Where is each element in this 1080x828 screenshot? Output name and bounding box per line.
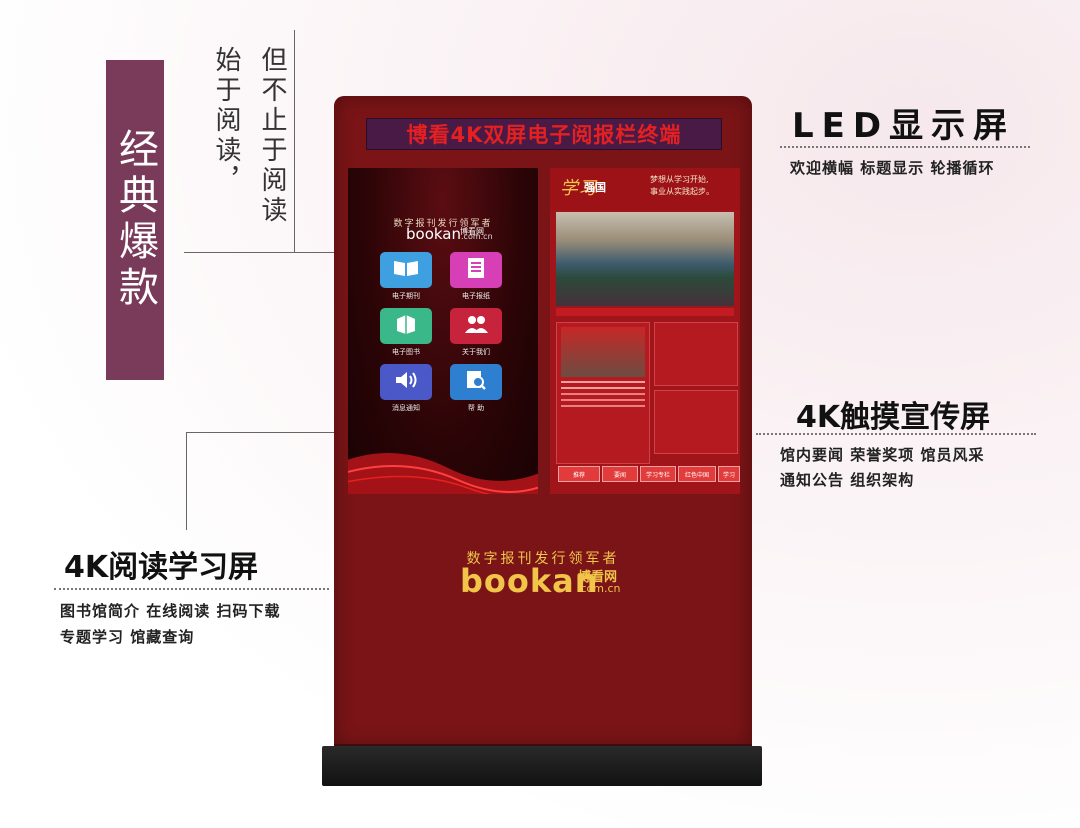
promo-logo-script: 学习 — [560, 178, 596, 199]
promo-header — [550, 168, 740, 210]
nav-news[interactable]: 要闻 — [602, 466, 638, 482]
app-notifications[interactable] — [380, 364, 432, 400]
promo-slogan-line1: 梦想从学习开始, — [650, 175, 709, 184]
reading-screen: 数字报刊发行领军者 bookan.com.cn 博看网 电子期刊 电子报纸 电子… — [348, 168, 538, 494]
news-panel[interactable] — [556, 322, 650, 464]
led-panel-features: 欢迎横幅 标题显示 轮播循环 — [790, 159, 995, 177]
touch-panel-features-1: 馆内要闻 荣誉奖项 馆员风采 — [780, 446, 985, 464]
users-icon — [463, 314, 489, 339]
touch-divider — [756, 433, 1036, 435]
books-icon — [394, 313, 418, 340]
app-label: 电子期刊 — [392, 292, 420, 300]
reading-panel-features-2: 专题学习 馆藏查询 — [60, 628, 195, 646]
promo-screen: 学习 强国 梦想从学习开始, 事业从实践起步。 推荐 要闻 学习专栏 红色中国 … — [550, 168, 740, 494]
tagline-col1: 始于阅读， — [211, 46, 241, 196]
left-tag: 经典爆款 — [106, 60, 164, 380]
promo-slogan-line2: 事业从实践起步。 — [650, 187, 714, 196]
reading-divider — [54, 588, 329, 590]
promo-logo-text: 强国 — [584, 181, 606, 194]
kiosk-brand-logo-cn: 博看网 — [578, 570, 618, 585]
app-enewspaper[interactable] — [450, 252, 502, 288]
left-screen-logo: bookan.com.cn — [406, 225, 493, 243]
app-ebooks[interactable] — [380, 308, 432, 344]
app-help[interactable] — [450, 364, 502, 400]
kiosk-base — [322, 746, 762, 786]
decorative-ribbon — [348, 453, 538, 494]
divider-line — [294, 30, 295, 252]
speaker-icon — [394, 370, 418, 395]
app-label: 帮 助 — [467, 404, 485, 412]
promo-slogan: 梦想从学习开始, 事业从实践起步。 — [650, 174, 714, 198]
led-panel-title: LED显示屏 — [792, 106, 1016, 146]
app-about-us[interactable] — [450, 308, 502, 344]
app-label: 关于我们 — [462, 348, 490, 356]
led-marquee: 博看4K双屏电子阅报栏终端 — [366, 118, 722, 150]
left-tag-text: 经典爆款 — [112, 128, 158, 312]
app-label: 消息通知 — [392, 404, 420, 412]
app-ejournal[interactable] — [380, 252, 432, 288]
news-thumbnail — [561, 327, 645, 377]
search-doc-icon — [465, 369, 487, 396]
tagline-col2: 但不止于阅读 — [257, 46, 287, 226]
reading-connector-h — [186, 432, 334, 433]
newspaper-icon — [467, 257, 485, 284]
reading-connector-v — [186, 432, 187, 530]
left-logo-suffix: 博看网 — [460, 227, 484, 236]
nav-red-china[interactable]: 红色中国 — [678, 466, 716, 482]
promo-caption-strip — [556, 308, 734, 316]
left-logo-domain: .com.cn — [461, 232, 493, 241]
left-logo-text: bookan — [406, 225, 461, 243]
book-icon — [393, 259, 419, 282]
notice-panel[interactable] — [654, 322, 738, 386]
app-label: 电子报纸 — [462, 292, 490, 300]
kiosk-brand-domain: .com.cn — [577, 582, 621, 595]
kiosk-brand-logo: bookan — [460, 562, 599, 600]
app-label: 电子图书 — [392, 348, 420, 356]
connector-line — [184, 252, 334, 253]
touch-panel-features-2: 通知公告 组织架构 — [780, 471, 915, 489]
left-screen-subtitle: 数字报刊发行领军者 — [393, 219, 493, 229]
nav-recommend[interactable]: 推荐 — [558, 466, 600, 482]
staff-panel[interactable] — [654, 390, 738, 454]
led-divider — [780, 146, 1030, 148]
nav-study-column[interactable]: 学习专栏 — [640, 466, 676, 482]
reading-panel-title: 4K阅读学习屏 — [64, 550, 259, 585]
reading-panel-features-1: 图书馆简介 在线阅读 扫码下载 — [60, 602, 281, 620]
promo-photo — [556, 212, 734, 306]
touch-panel-title: 4K触摸宣传屏 — [796, 400, 991, 435]
kiosk-brand-subtitle: 数字报刊发行领军者 — [466, 551, 620, 567]
nav-study[interactable]: 学习 — [718, 466, 740, 482]
